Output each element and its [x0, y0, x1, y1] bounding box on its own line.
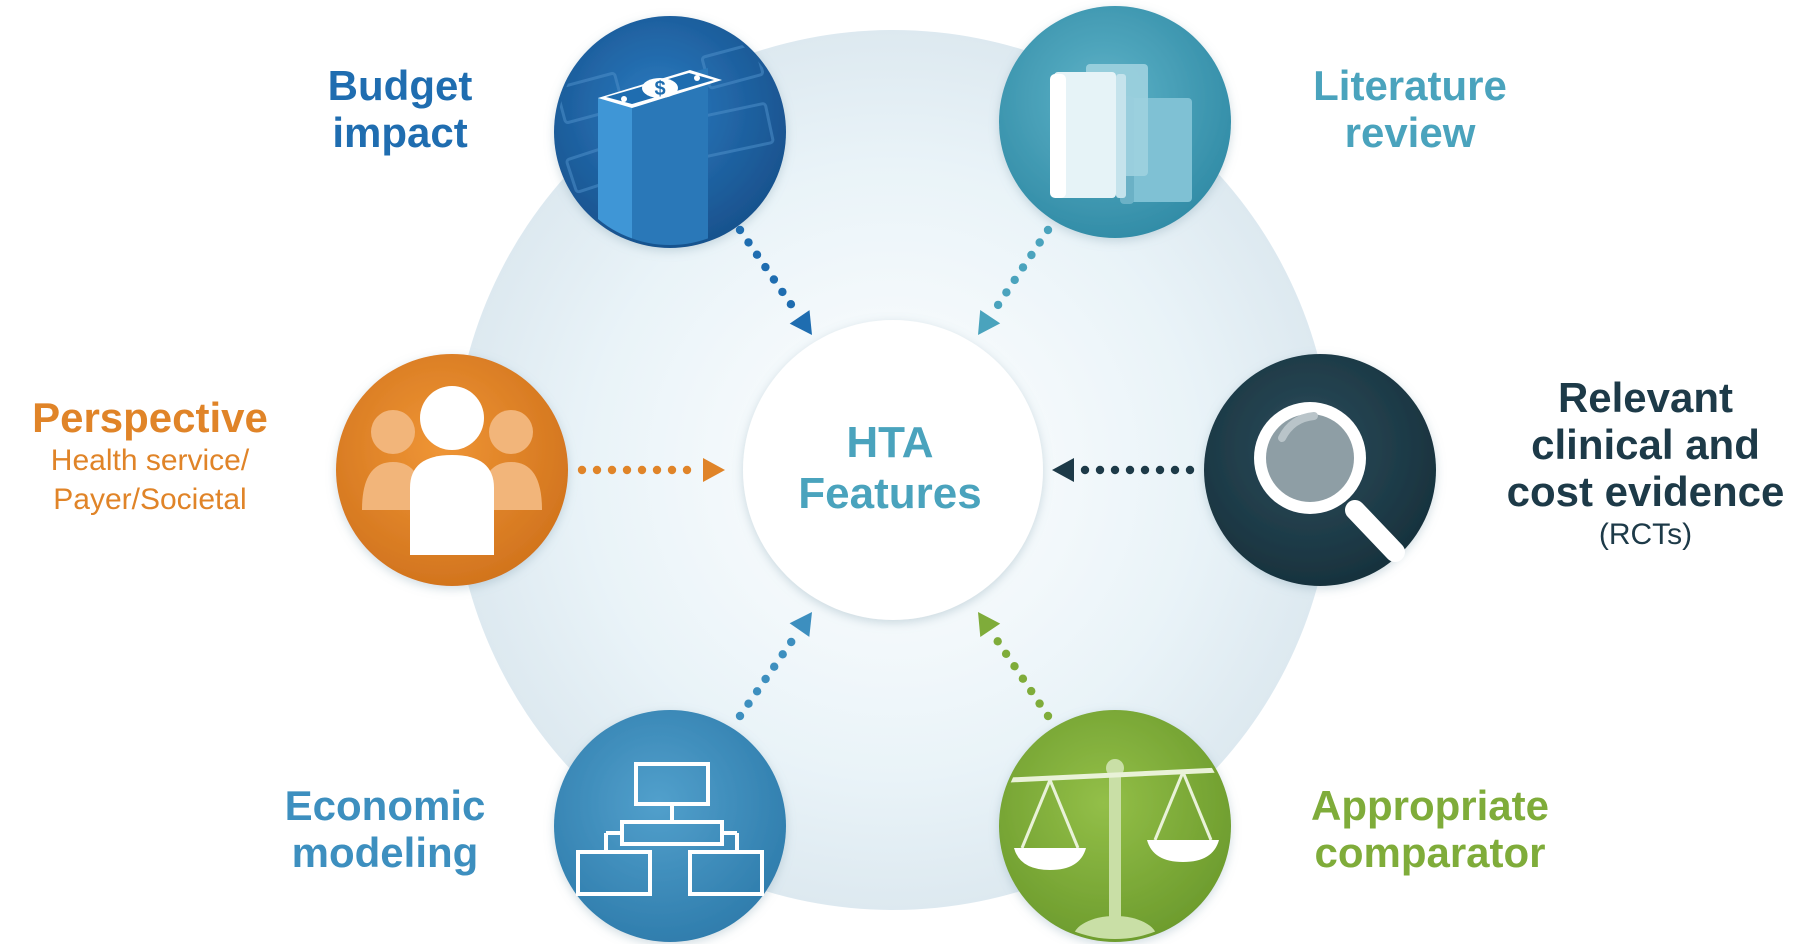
modeling-connector-dot: [735, 711, 745, 721]
modeling-connector-dot: [752, 687, 762, 696]
center-circle: [743, 320, 1043, 620]
modeling-arrowhead: [789, 612, 812, 637]
evidence-connector-dot: [1170, 465, 1180, 475]
comparator-connector-dot: [1043, 711, 1053, 721]
evidence-connector-dot: [1140, 465, 1150, 475]
perspective-connector-dot: [622, 465, 632, 475]
modeling-connector-dot: [770, 662, 779, 671]
evidence-line1: Relevant: [1557, 374, 1734, 421]
budget-impact-node: $: [554, 16, 786, 248]
comparator-connector-dot: [1035, 699, 1044, 708]
comparator-line2: comparator: [1314, 829, 1546, 877]
connectors: [577, 225, 1195, 721]
svg-text:$: $: [654, 78, 665, 100]
economic-modeling-node: [554, 710, 786, 942]
literature-review-node: [999, 6, 1231, 238]
perspective-arrowhead: [703, 458, 725, 482]
evidence-connector-dot: [1110, 465, 1120, 475]
budget-impact-label: Budget impact: [290, 62, 510, 156]
evidence-connector-dot: [1155, 465, 1165, 475]
economic-modeling-label: Economic modeling: [250, 782, 520, 876]
budget-line2: impact: [332, 109, 468, 157]
evidence-connector-dot: [1080, 465, 1090, 475]
evidence-line3: cost evidence: [1506, 468, 1785, 516]
literature-line2: review: [1344, 109, 1476, 157]
perspective-connector-dot: [652, 465, 662, 475]
literature-connector-dot: [993, 300, 1003, 310]
literature-connector-dot: [1010, 275, 1019, 285]
evidence-label: Relevant clinical and cost evidence (RCT…: [1480, 374, 1811, 554]
literature-review-label: Literature review: [1280, 62, 1540, 156]
perspective-sub1: Health service/: [50, 444, 250, 478]
budget-arrowhead: [789, 310, 812, 335]
literature-connector-dot: [1027, 250, 1036, 260]
perspective-connector-dot: [682, 465, 692, 475]
comparator-node: [999, 710, 1231, 942]
money-stack-icon: $: [557, 42, 775, 245]
budget-connector-dot: [761, 262, 770, 272]
perspective-connector-dot: [637, 465, 647, 475]
literature-connector-dot: [1043, 225, 1053, 235]
perspective-connector-dot: [607, 465, 617, 475]
modeling-connector-dot: [744, 699, 753, 708]
comparator-line1: Appropriate: [1310, 782, 1549, 829]
perspective-node: [336, 354, 568, 586]
comparator-label: Appropriate comparator: [1280, 782, 1580, 876]
comparator-connector-dot: [993, 637, 1002, 646]
modeling-line2: modeling: [291, 829, 479, 877]
literature-connector-dot: [1018, 263, 1028, 272]
books-icon: [1050, 64, 1192, 204]
comparator-arrowhead: [978, 612, 1001, 637]
modeling-connector-dot: [787, 637, 796, 647]
evidence-node: [1204, 354, 1436, 586]
comparator-connector-dot: [1018, 674, 1028, 683]
evidence-sub1: (RCTs): [1598, 518, 1693, 552]
scales-icon: [1009, 759, 1221, 939]
budget-connector-dot: [778, 287, 787, 297]
evidence-connector-dot: [1095, 465, 1105, 475]
modeling-connector-dot: [761, 674, 770, 684]
budget-connector-dot: [735, 225, 745, 235]
center-title-line1: HTA: [846, 418, 934, 467]
comparator-connector-dot: [1010, 662, 1019, 671]
evidence-arrowhead: [1052, 458, 1074, 482]
perspective-connector-dot: [577, 465, 587, 475]
literature-connector-dot: [1035, 238, 1044, 247]
literature-arrowhead: [978, 310, 1001, 335]
comparator-connector-dot: [1027, 686, 1036, 696]
evidence-line2: clinical and: [1531, 421, 1760, 469]
perspective-sub2: Payer/Societal: [53, 483, 247, 517]
budget-connector-dot: [769, 275, 779, 284]
evidence-connector-dot: [1125, 465, 1135, 475]
perspective-label: Perspective Health service/ Payer/Societ…: [0, 394, 300, 519]
perspective-connector-dot: [667, 465, 677, 475]
budget-connector-dot: [744, 238, 753, 247]
modeling-line1: Economic: [284, 782, 486, 829]
literature-connector-dot: [1002, 288, 1011, 297]
budget-connector-dot: [786, 300, 796, 309]
literature-line1: Literature: [1313, 62, 1507, 109]
center-title-line2: Features: [798, 468, 982, 518]
budget-line1: Budget: [327, 62, 473, 109]
budget-connector-dot: [752, 250, 762, 259]
perspective-line1: Perspective: [32, 394, 268, 441]
magnifier-icon: [1254, 402, 1405, 562]
modeling-connector-dot: [778, 650, 787, 659]
perspective-connector-dot: [592, 465, 602, 475]
comparator-connector-dot: [1001, 649, 1011, 658]
flowchart-icon: [576, 762, 764, 896]
center-title: HTA Features: [740, 418, 1040, 519]
people-group-icon: [362, 386, 542, 555]
evidence-connector-dot: [1185, 465, 1195, 475]
